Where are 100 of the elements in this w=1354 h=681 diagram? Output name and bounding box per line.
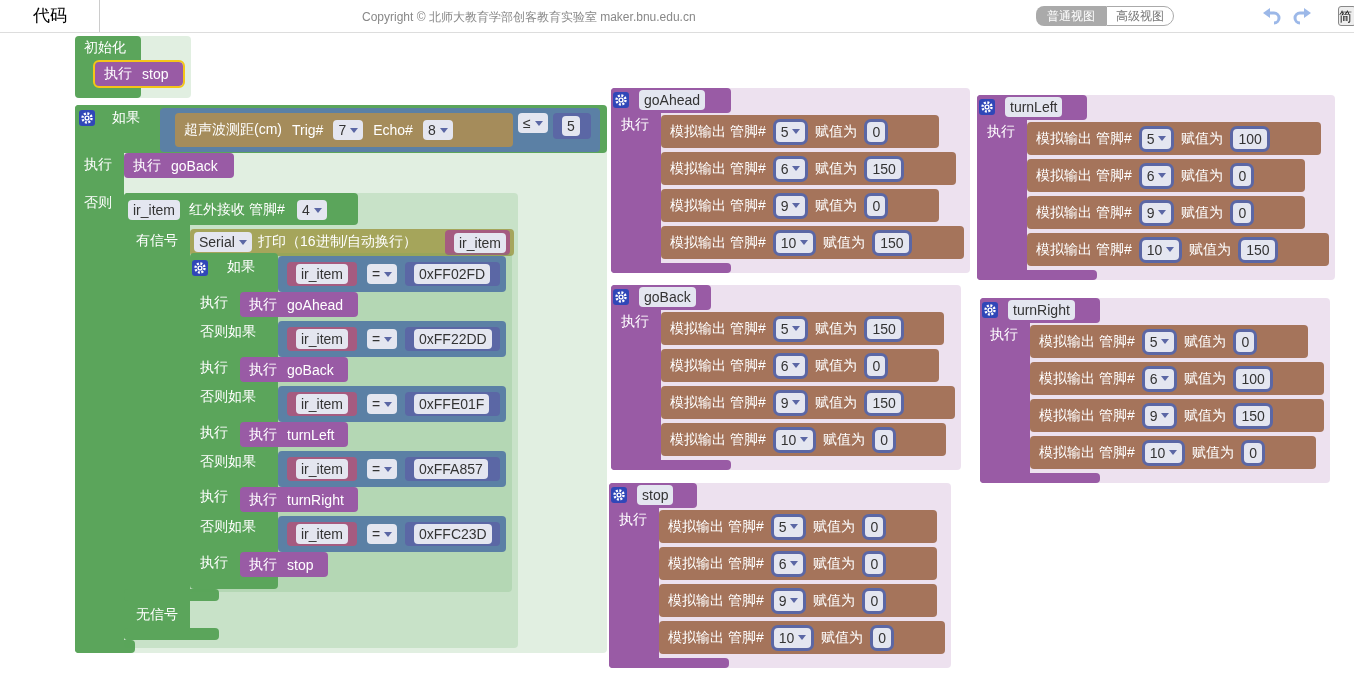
dropdown-field: = [367,524,398,544]
block-label: 否则如果 [200,323,256,341]
block-label: 模拟输出 管脚# [668,591,764,610]
block-label: 执行 [200,359,228,377]
dropdown-field: 8 [422,120,453,140]
dropdown-field: 9 [775,195,806,216]
value-field: 5 [562,116,580,136]
value-field: 0 [1233,165,1252,186]
block-label: 执行 [249,425,277,444]
dropdown-field: 5 [775,121,806,142]
value-field: 0xFFA857 [414,459,488,479]
block-label: 赋值为 [815,393,858,412]
dropdown-field: 9 [773,590,804,611]
value-field: 150 [875,232,909,253]
block-label: 模拟输出 管脚# [670,356,766,375]
block-label: 赋值为 [815,356,858,375]
value-field: 150 [867,318,901,339]
block-label: 模拟输出 管脚# [1039,406,1135,425]
block-label: Echo# [373,122,413,138]
value-field: 100 [1233,128,1267,149]
dropdown-field: 6 [1144,368,1175,389]
block-label: 模拟输出 管脚# [670,159,766,178]
dropdown-field: 10 [775,232,814,253]
value-field: 150 [867,392,901,413]
block-label: 赋值为 [813,517,856,536]
block-label: 否则如果 [200,388,256,406]
block-label: 赋值为 [1181,203,1224,222]
block-label: 如果 [112,109,140,127]
value-field: 0 [873,627,892,648]
block-label: 模拟输出 管脚# [1039,332,1135,351]
block-label: 赋值为 [1192,443,1235,462]
value-field: ir_item [296,264,348,284]
block-label: 赋值为 [815,159,858,178]
block-label: 否则 [84,194,112,212]
block-label: goBack [287,361,334,378]
dropdown-field: 9 [775,392,806,413]
dropdown-field: = [367,459,398,479]
block-label: 赋值为 [815,196,858,215]
value-field: 0 [865,516,884,537]
block-label: 执行 [84,156,112,174]
block-label: goAhead [287,296,344,313]
block-label: 执行 [200,488,228,506]
block-label: 如果 [227,258,255,276]
block-label: 超声波测距(cm) [184,121,282,139]
value-field: 0 [865,590,884,611]
dropdown-field: ≤ [518,113,548,133]
block-label: stop [287,556,314,573]
block-label: 执行 [990,326,1018,344]
value-field: 150 [1241,239,1275,260]
block-label: 赋值为 [813,554,856,573]
block-label: 赋值为 [815,319,858,338]
block-label: 模拟输出 管脚# [1036,203,1132,222]
dropdown-field: 6 [773,553,804,574]
block-label: 模拟输出 管脚# [670,319,766,338]
block-label: 模拟输出 管脚# [1036,129,1132,148]
value-field: goAhead [639,90,706,110]
block-label: turnLeft [287,426,335,443]
value-field: 0 [1236,331,1255,352]
dropdown-field: 6 [775,355,806,376]
block-label: 赋值为 [815,122,858,141]
value-field: 100 [1236,368,1270,389]
block-label: stop [142,66,169,82]
value-field: ir_item [128,200,180,220]
dropdown-field: 10 [775,429,814,450]
block-label: 模拟输出 管脚# [1036,166,1132,185]
dropdown-field: 9 [1144,405,1175,426]
block-label: 打印（16进制/自动换行） [258,233,418,251]
block-label: 执行 [621,116,649,134]
value-field: 0 [867,355,886,376]
value-field: 150 [1236,405,1270,426]
block-label: 赋值为 [1184,406,1227,425]
value-field: ir_item [296,524,348,544]
dropdown-field: 6 [1141,165,1172,186]
block-label: 赋值为 [1181,166,1224,185]
block-label: 执行 [987,123,1015,141]
dropdown-field: 6 [775,158,806,179]
value-field: 0 [867,195,886,216]
block-label: goBack [171,157,218,174]
block-label: 赋值为 [1181,129,1224,148]
copyright-notice: Copyright © 北师大教育学部创客教育实验室 maker.bnu.edu.cn [362,9,696,26]
block-label: 否则如果 [200,453,256,471]
block-label: 模拟输出 管脚# [670,393,766,412]
block-label: 执行 [619,511,647,529]
value-field: 0xFF02FD [414,264,491,284]
dropdown-field: 5 [775,318,806,339]
dropdown-field: = [367,394,398,414]
block-label: 赋值为 [823,233,866,252]
dropdown-field: 10 [773,627,812,648]
value-field: 0 [1233,202,1252,223]
dropdown-field: = [367,329,398,349]
block-label: 模拟输出 管脚# [670,196,766,215]
block-label: 执行 [249,490,277,509]
block-label: 模拟输出 管脚# [668,554,764,573]
dropdown-field: = [367,264,398,284]
value-field: ir_item [454,232,506,253]
block-label: 模拟输出 管脚# [670,122,766,141]
dropdown-field: 10 [1144,442,1183,463]
value-field: 0 [1244,442,1263,463]
block-label: 执行 [621,313,649,331]
block-label: 模拟输出 管脚# [668,628,764,647]
